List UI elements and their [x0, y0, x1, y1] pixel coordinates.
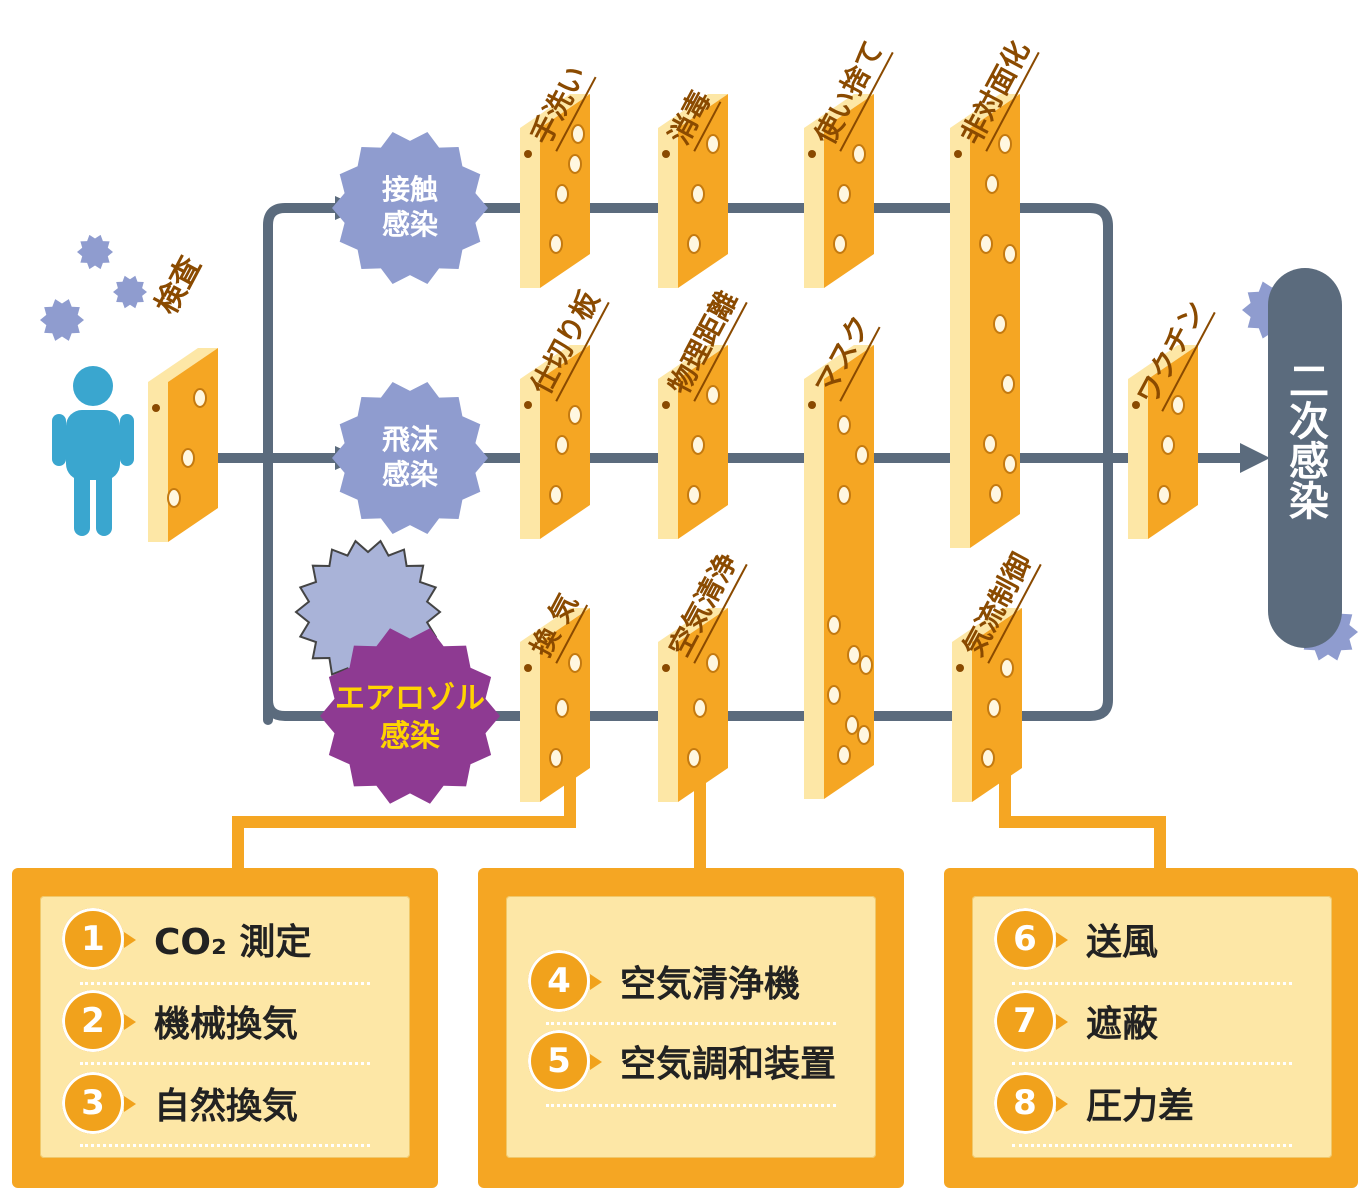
cheese-slice-ventilation	[520, 608, 590, 802]
number-badge: 1	[62, 908, 136, 970]
cheese-slice-vaccine	[1128, 345, 1198, 539]
outcome-label: 二次感染	[1282, 360, 1328, 520]
route-label: 飛沫 感染	[381, 423, 438, 491]
virus-icon	[77, 234, 113, 270]
divider	[1012, 1144, 1292, 1147]
route-badge	[320, 628, 500, 804]
cheese-slice-handwash	[520, 94, 590, 288]
route-badge	[332, 382, 488, 534]
outcome-pill	[1268, 268, 1342, 648]
divider	[546, 1104, 836, 1107]
cheese-slice-test	[148, 348, 218, 542]
cheese-slice-mask	[804, 345, 874, 799]
number-badge: 5	[528, 1030, 602, 1092]
cheese-slice-partition	[520, 345, 590, 539]
cheese-slice-non-face-to-face	[950, 94, 1020, 548]
number-badge: 3	[62, 1072, 136, 1134]
cheese-slice-disinfect	[658, 94, 728, 288]
cheese-slice-air-cleaning	[658, 608, 728, 802]
divider	[1012, 982, 1292, 985]
number-badge: 6	[994, 908, 1068, 970]
divider	[546, 1022, 836, 1025]
route-label: 接触 感染	[381, 173, 438, 241]
virus-icon	[40, 299, 84, 341]
cheese-slice-airflow	[952, 608, 1022, 802]
route-badge	[332, 132, 488, 284]
number-badge: 4	[528, 950, 602, 1012]
route-label: エアロゾル 感染	[335, 681, 485, 754]
number-badge: 2	[62, 990, 136, 1052]
arrow-outcome	[1240, 443, 1270, 473]
number-badge: 8	[994, 1072, 1068, 1134]
cheese-slice-distance	[658, 345, 728, 539]
person-icon	[52, 366, 134, 536]
divider	[1012, 1062, 1292, 1065]
number-badge: 7	[994, 990, 1068, 1052]
divider	[80, 982, 370, 985]
cheese-slice-disposable	[804, 94, 874, 288]
divider	[80, 1062, 370, 1065]
divider	[80, 1144, 370, 1147]
virus-icon	[113, 275, 147, 309]
